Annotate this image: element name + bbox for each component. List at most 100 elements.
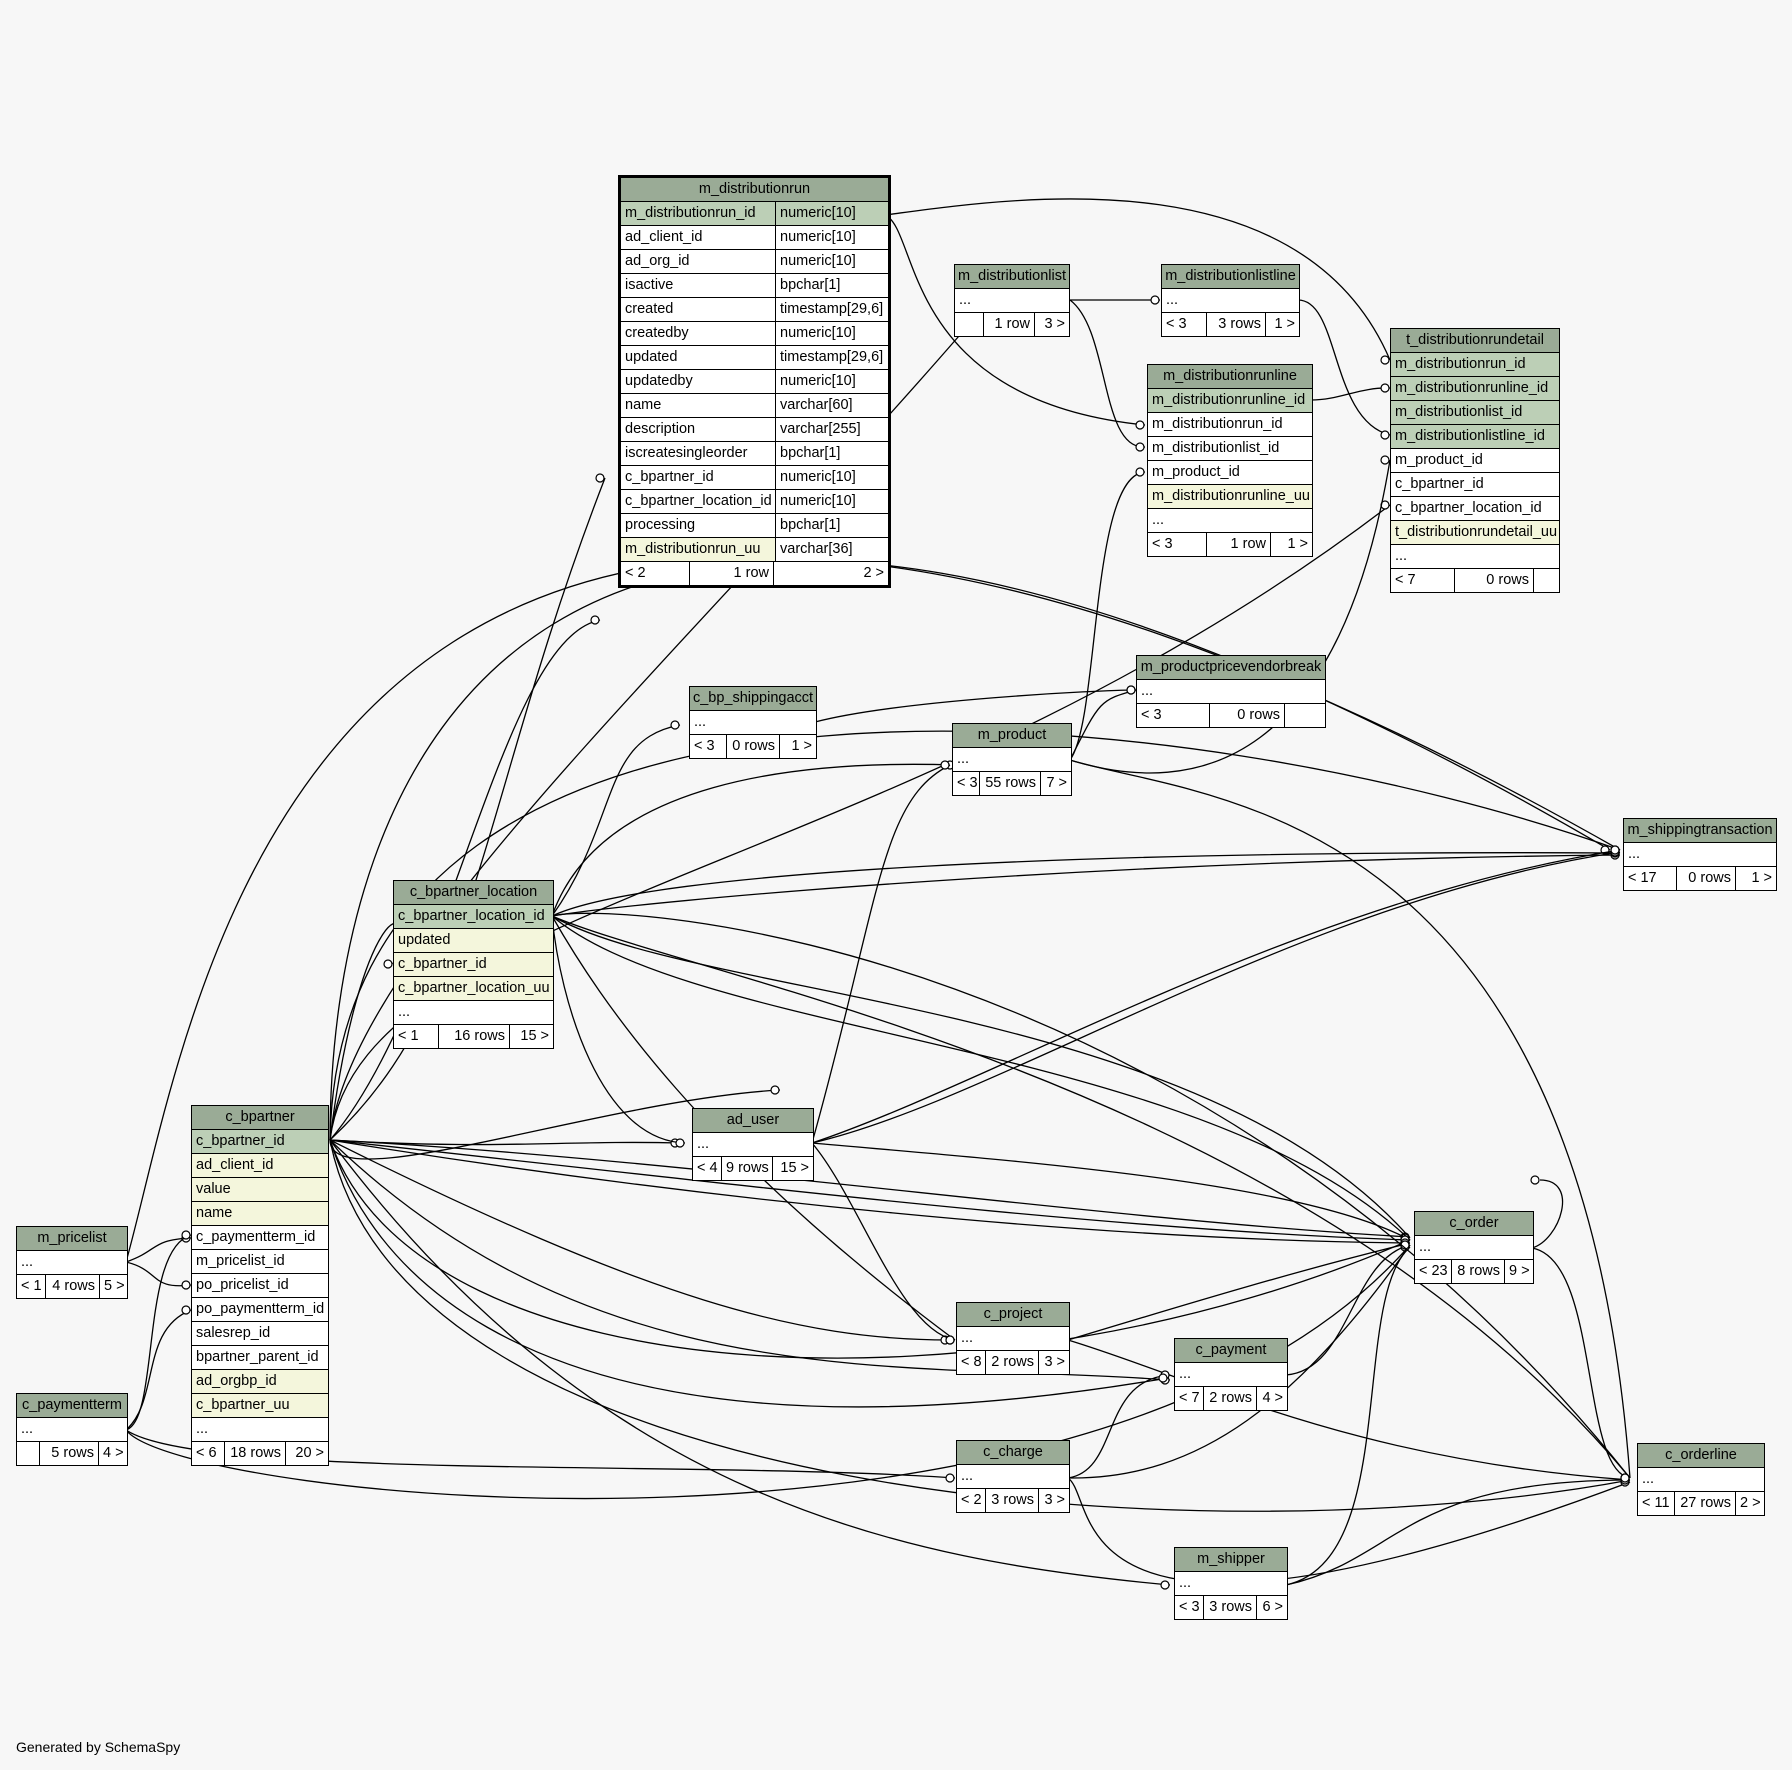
relationship-edge bbox=[814, 689, 1137, 723]
relationship-edge bbox=[1067, 1244, 1411, 1479]
column-row: updated bbox=[394, 929, 553, 953]
relationship-edge bbox=[125, 1429, 956, 1479]
table-title: c_payment bbox=[1175, 1339, 1287, 1363]
relationship-edge bbox=[329, 1089, 781, 1160]
edge-endpoint-marker bbox=[1150, 295, 1160, 305]
relationship-edge bbox=[1531, 1179, 1564, 1249]
relationship-edge bbox=[329, 477, 606, 1141]
relationship-edge bbox=[811, 1142, 1411, 1241]
column-row: m_distributionrun_id bbox=[1148, 413, 1312, 437]
column-row: ... bbox=[1638, 1468, 1764, 1492]
relationship-edge bbox=[1285, 1479, 1631, 1586]
relationship-edge bbox=[1069, 471, 1146, 761]
edge-endpoint-marker bbox=[1380, 355, 1390, 365]
column-row: ... bbox=[1391, 545, 1559, 569]
table-title: c_paymentterm bbox=[17, 1394, 127, 1418]
relationship-edge bbox=[551, 852, 1621, 917]
column-row: m_product_id bbox=[1148, 461, 1312, 485]
column-row: ad_client_id bbox=[192, 1154, 328, 1178]
relationship-edge bbox=[551, 915, 956, 1341]
relationship-edge bbox=[884, 198, 1391, 361]
relationship-edge bbox=[329, 1139, 1411, 1238]
table-title: m_product bbox=[953, 724, 1071, 748]
column-row: c_bpartner_uu bbox=[192, 1394, 328, 1418]
column-row: ... bbox=[1175, 1363, 1287, 1387]
column-row: ... bbox=[17, 1418, 127, 1442]
edge-endpoint-marker bbox=[1160, 1580, 1170, 1590]
relationship-edge bbox=[811, 764, 951, 1144]
table-c-bpartner[interactable]: c_bpartner c_bpartner_id ad_client_id va… bbox=[191, 1105, 329, 1466]
edge-endpoint-marker bbox=[181, 1305, 191, 1315]
table-t-distributionrundetail[interactable]: t_distributionrundetail m_distributionru… bbox=[1390, 328, 1560, 593]
table-title: c_order bbox=[1415, 1212, 1533, 1236]
edge-endpoint-marker bbox=[945, 1335, 955, 1345]
relationship-edge bbox=[551, 915, 1631, 1479]
column-row: ... bbox=[1624, 843, 1776, 867]
table-title: c_project bbox=[957, 1303, 1069, 1327]
relationship-edge bbox=[329, 1139, 1169, 1408]
column-row: ... bbox=[690, 711, 816, 735]
column-row: ... bbox=[953, 748, 1071, 772]
edge-endpoint-marker bbox=[1158, 1373, 1168, 1383]
table-c-bpartner-location[interactable]: c_bpartner_location c_bpartner_location_… bbox=[393, 880, 554, 1049]
edge-endpoint-marker bbox=[770, 1085, 780, 1095]
relationship-edge bbox=[125, 557, 1621, 1263]
relationship-edge bbox=[1069, 689, 1137, 761]
relationship-edge bbox=[551, 915, 1411, 1239]
relationship-edge bbox=[329, 730, 1621, 1141]
generator-credit: Generated by SchemaSpy bbox=[16, 1739, 181, 1755]
column-row: m_product_id bbox=[1391, 449, 1559, 473]
relationship-edge bbox=[125, 1234, 192, 1431]
table-title: c_orderline bbox=[1638, 1444, 1764, 1468]
column-row: m_distributionrunline_id bbox=[1148, 389, 1312, 413]
column-row: ... bbox=[394, 1001, 553, 1025]
table-title: c_charge bbox=[957, 1441, 1069, 1465]
relationship-edge bbox=[551, 912, 1631, 1479]
relationship-edge bbox=[329, 1139, 1411, 1244]
edge-endpoint-marker bbox=[590, 615, 600, 625]
column-row: m_distributionrunline_uu bbox=[1148, 485, 1312, 509]
column-row: value bbox=[192, 1178, 328, 1202]
column-row: c_bpartner_id bbox=[192, 1130, 328, 1154]
relationship-edge bbox=[125, 1261, 192, 1287]
relationship-edge bbox=[551, 915, 686, 1144]
table-m-distributionrunline[interactable]: m_distributionrunline m_distributionrunl… bbox=[1147, 364, 1313, 557]
relationship-edge bbox=[1069, 299, 1146, 448]
column-row: bpartner_parent_id bbox=[192, 1346, 328, 1370]
table-title: m_distributionrun bbox=[621, 178, 888, 202]
edge-endpoint-marker bbox=[595, 473, 605, 483]
edge-endpoint-marker bbox=[1135, 420, 1145, 430]
column-row: m_distributionrun_id bbox=[1391, 353, 1559, 377]
relationship-edge bbox=[329, 1139, 681, 1146]
